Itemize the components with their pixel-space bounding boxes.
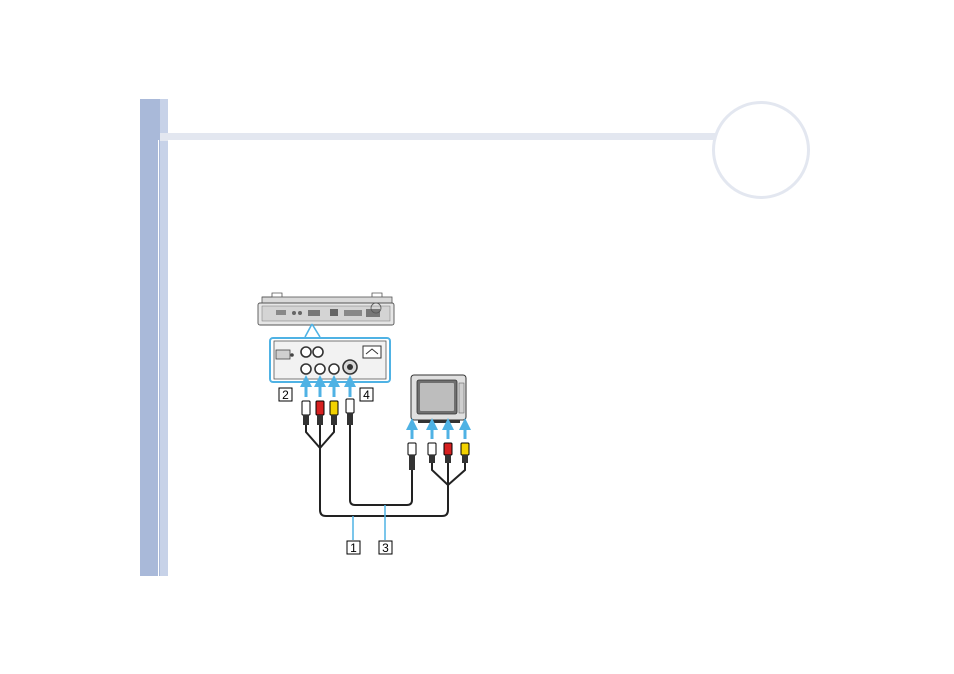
svg-text:2: 2: [282, 388, 289, 402]
laptop-svideo-plug: [346, 399, 354, 425]
zoom-line-right: [312, 324, 320, 337]
tv-svideo-plug: [408, 443, 416, 470]
tv-av-plugs: [428, 443, 469, 463]
svg-text:4: 4: [363, 388, 370, 402]
tv-monitor-icon: [411, 375, 466, 423]
laptop-rear-icon: [258, 293, 394, 325]
svg-text:1: 1: [350, 541, 357, 555]
port-panel-zoom: [270, 338, 390, 382]
svg-text:3: 3: [382, 541, 389, 555]
callout-1: 1: [347, 541, 360, 555]
cables: [306, 425, 465, 516]
zoom-line-left: [305, 324, 312, 337]
callout-2: 2: [279, 388, 292, 402]
callout-3: 3: [379, 541, 392, 555]
callout-4: 4: [360, 388, 373, 402]
laptop-av-plugs: [302, 401, 338, 425]
